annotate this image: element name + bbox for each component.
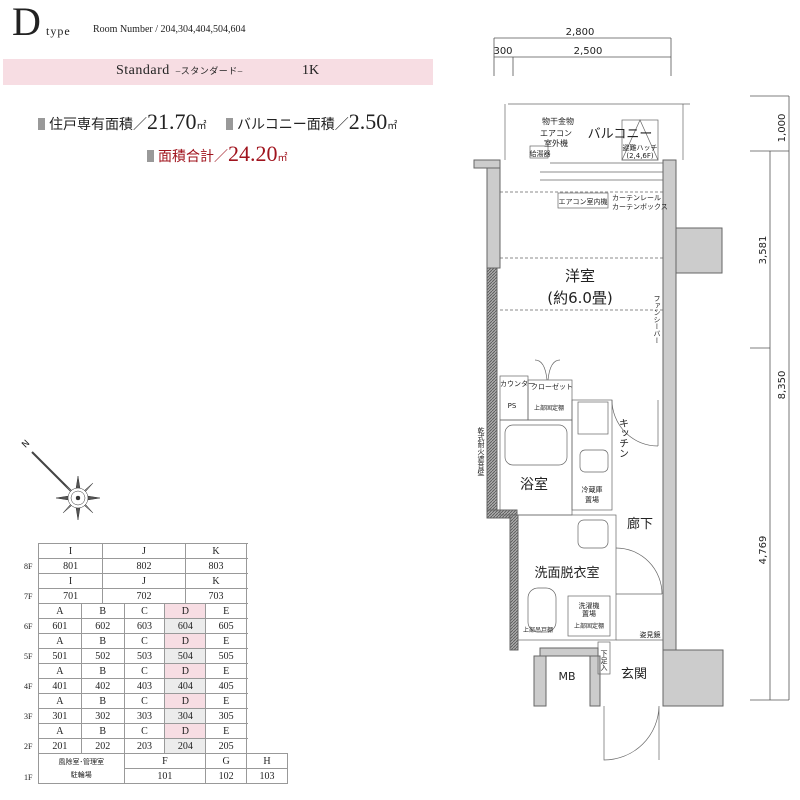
label-hanger: 物干金物 (542, 116, 574, 126)
plan-lines (499, 103, 690, 761)
unit: ㎡ (387, 121, 398, 132)
dim-w2: 2,500 (574, 46, 603, 57)
balcony-area-value: 2.50 (348, 109, 388, 134)
dim-d3: 8,350 (777, 371, 788, 400)
label-washroom: 洗面脱衣室 (534, 565, 599, 581)
label-washer: 洗濯機 (579, 601, 600, 610)
floor-label: 1F (24, 773, 33, 782)
label-mb: MB (558, 670, 575, 683)
label-shoe-box: 下足入 (600, 650, 608, 671)
label-upper-shelf-2: 上部固定棚 (574, 622, 604, 630)
table-cell: D (164, 663, 207, 679)
plan-name: Standard –スタンダード– (116, 63, 243, 79)
label-upper-shelf: 上部固定棚 (534, 404, 564, 412)
marker-icon (147, 150, 154, 162)
label-curtain-rail: カーテンレール (612, 194, 661, 202)
label-washer-2: 置場 (582, 609, 596, 618)
table-cell: D (164, 723, 207, 739)
floor-label: 5F (24, 652, 33, 661)
total-area-value: 24.20 (228, 141, 278, 166)
dim-w1: 300 (493, 46, 512, 57)
table-cell: 604 (164, 618, 207, 634)
balcony-area: バルコニー面積／2.50㎡ (226, 109, 397, 135)
label-counter: カウンター (500, 379, 535, 388)
floor-label: 3F (24, 712, 33, 721)
label-water-heater: 給湯器 (530, 149, 551, 158)
label-hallway: 廊下 (627, 516, 653, 532)
table-cell: 103 (246, 768, 288, 784)
plan-band (3, 59, 433, 85)
marker-icon (38, 118, 45, 130)
floor-label: 4F (24, 682, 33, 691)
label-ac-outdoor-2: 室外機 (544, 138, 568, 148)
facility-cell: 風除室･管理室 駐輪場 (38, 753, 125, 784)
compass-icon: N (20, 439, 101, 521)
label-fancy-bar: ファンシーバー (653, 295, 661, 344)
label-balcony: バルコニー (588, 127, 653, 142)
dim-d1: 1,000 (777, 114, 788, 143)
walls (473, 159, 724, 707)
type-letter: D (12, 0, 41, 44)
private-area-label: 住戸専有面積／ (49, 117, 147, 133)
label-ac-outdoor: エアコン (540, 129, 572, 138)
label-curtain-box: カーテンボックス (612, 203, 668, 211)
table-cell: 101 (123, 768, 207, 784)
private-area-value: 21.70 (147, 109, 197, 134)
label-mirror: 姿見鏡 (640, 630, 661, 639)
table-cell: 304 (164, 708, 207, 724)
label-western-room: 洋室 (565, 267, 595, 285)
label-fridge: 冷蔵庫 (582, 485, 603, 494)
table-cell: C (123, 663, 166, 679)
dim-total-width: 2,800 (566, 27, 595, 38)
table-cell: C (123, 693, 166, 709)
total-area: 面積合計／24.20㎡ (147, 141, 288, 167)
table-cell: 404 (164, 678, 207, 694)
balcony-area-label: バルコニー面積／ (237, 117, 349, 133)
label-upper-cabinet: 上部吊戸棚 (523, 626, 553, 634)
type-word: type (46, 24, 71, 38)
label-hatch-floors: (2,4,6F) (626, 152, 654, 160)
unit: ㎡ (196, 121, 207, 132)
marker-icon (226, 118, 233, 130)
layout-type: 1K (302, 63, 320, 78)
table-cell: 204 (164, 738, 207, 754)
floor-label: 6F (24, 622, 33, 631)
label-ps: PS (508, 402, 517, 410)
private-area: 住戸専有面積／21.70㎡ (38, 109, 207, 135)
room-labels: バルコニー 物干金物 エアコン 室外機 給湯器 避難ハッチ (2,4,6F) エ… (477, 116, 668, 683)
table-cell: 503 (123, 648, 166, 664)
floor-label: 2F (24, 742, 33, 751)
table-cell: C (123, 603, 166, 619)
dim-d4: 4,769 (758, 536, 769, 565)
unit: ㎡ (277, 153, 288, 164)
table-cell: D (164, 693, 207, 709)
plan-name-en: Standard (116, 63, 170, 78)
label-entrance: 玄関 (621, 667, 647, 682)
dimension-lines (493, 37, 790, 701)
label-closet: クローゼット (531, 382, 573, 391)
label-kitchen: キッチン (617, 418, 628, 458)
floor-label: 8F (24, 562, 33, 571)
label-bath: 浴室 (520, 476, 548, 493)
floor-label: 7F (24, 592, 33, 601)
north-label: N (20, 439, 32, 451)
plan-name-kana: –スタンダード– (175, 66, 243, 76)
total-area-label: 面積合計／ (158, 149, 228, 165)
dim-d2: 3,581 (758, 236, 769, 265)
label-western-size: (約6.0畳) (547, 289, 613, 307)
label-ac-indoor: エアコン室内機 (559, 197, 608, 206)
table-cell: D (164, 603, 207, 619)
label-wall-note: 乾式耐火遮音壁 (477, 426, 485, 476)
label-hatch: 避難ハッチ (623, 143, 658, 152)
label-fridge-2: 置場 (585, 495, 599, 504)
room-numbers: Room Number / 204,304,404,504,604 (93, 24, 246, 35)
